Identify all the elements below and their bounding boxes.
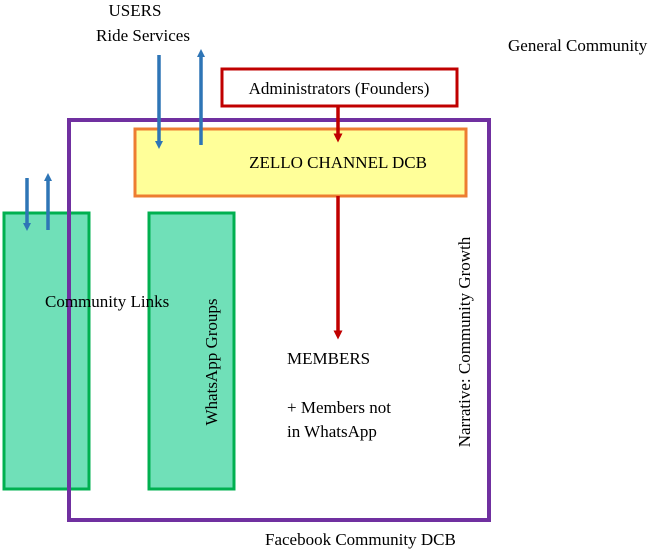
zello-channel-box <box>133 127 468 198</box>
members-not-line1: + Members not <box>287 398 391 417</box>
whatsapp-groups-label: WhatsApp Groups <box>202 298 221 425</box>
users-label: USERS <box>109 1 162 20</box>
general-community-label: General Community <box>508 36 648 55</box>
community-links-box <box>2 211 91 491</box>
narrative-label: Narrative: Community Growth <box>455 236 474 447</box>
community-links-label: Community Links <box>45 292 169 311</box>
administrators-label: Administrators (Founders) <box>249 79 430 98</box>
facebook-community-label: Facebook Community DCB <box>265 530 456 549</box>
members-label: MEMBERS <box>287 349 370 368</box>
zello-channel-label: ZELLO CHANNEL DCB <box>249 153 427 172</box>
ride-services-label: Ride Services <box>96 26 190 45</box>
members-not-line2: in WhatsApp <box>287 422 377 441</box>
whatsapp-groups-box <box>147 211 236 491</box>
